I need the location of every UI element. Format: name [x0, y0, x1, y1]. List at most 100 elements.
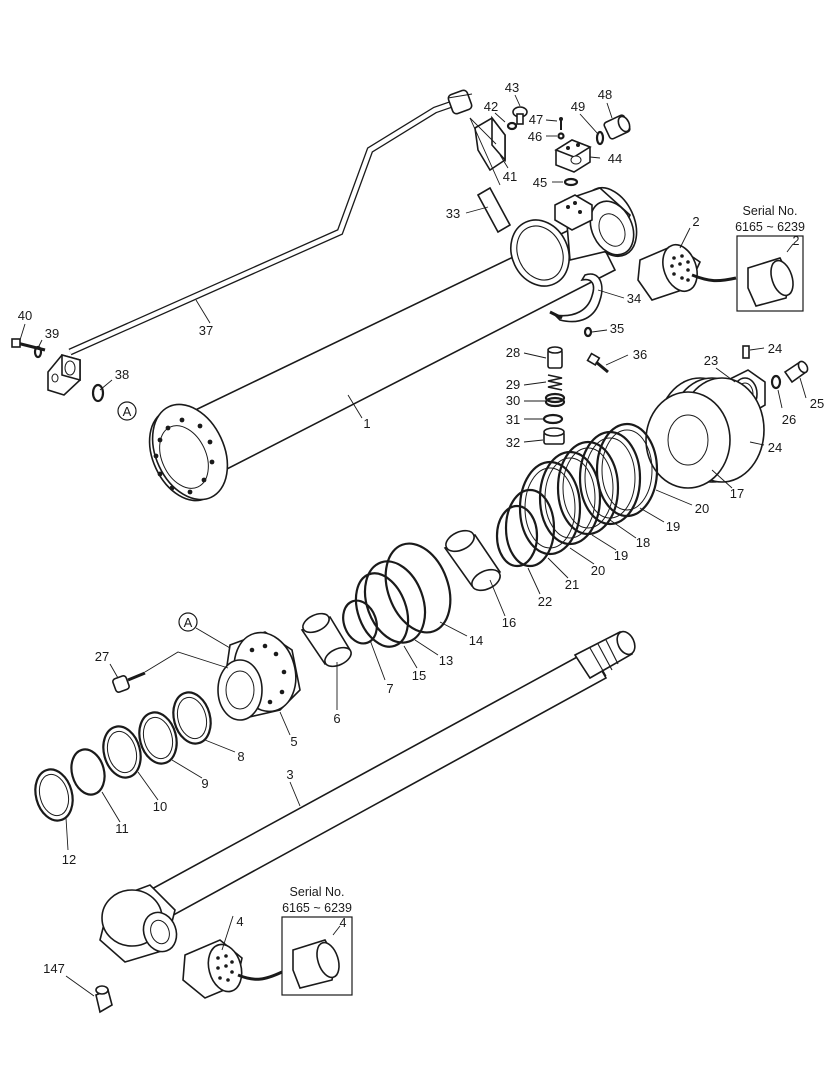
label-20-lower: 20: [591, 563, 605, 578]
set-screw-24-top: [742, 345, 750, 359]
plug-28: [547, 346, 563, 369]
label-46: 46: [528, 129, 542, 144]
label-7: 7: [386, 681, 393, 696]
pin-25: [783, 360, 809, 384]
label-4: 4: [236, 914, 243, 929]
label-12: 12: [62, 852, 76, 867]
label-23: 23: [704, 353, 718, 368]
label-33: 33: [446, 206, 460, 221]
bolt-47: [559, 117, 563, 130]
pipe-flange-block: [47, 353, 81, 396]
label-49: 49: [571, 99, 585, 114]
label-43: 43: [505, 80, 519, 95]
o-ring-31: [542, 413, 564, 425]
label-147: 147: [43, 961, 65, 976]
bushing-6: [300, 612, 352, 668]
piston-17: [645, 377, 765, 489]
label-13: 13: [439, 653, 453, 668]
o-ring-49: [595, 130, 605, 146]
label-31: 31: [506, 412, 520, 427]
cylinder-tube-1: [148, 187, 638, 502]
bushing-2: [637, 243, 737, 301]
label-3: 3: [286, 767, 293, 782]
rod-cover-5: [217, 631, 301, 721]
piston-rod-3: [99, 630, 636, 963]
detail-box-top-serial: 6165 ~ 6239: [735, 220, 805, 234]
label-14: 14: [469, 633, 483, 648]
seal-ring-19-a: [578, 430, 642, 526]
label-35: 35: [610, 321, 624, 336]
label-1: 1: [363, 416, 370, 431]
washer-46: [557, 132, 565, 140]
label-37: 37: [199, 323, 213, 338]
label-19-upper: 19: [666, 519, 680, 534]
label-17: 17: [730, 486, 744, 501]
bracket-33: [476, 186, 512, 234]
detail-box-bottom-part: 4: [340, 916, 347, 930]
label-38: 38: [115, 367, 129, 382]
label-42: 42: [484, 99, 498, 114]
seal-ring-10: [102, 725, 142, 779]
seal-ring-20-outer: [595, 422, 659, 518]
label-30: 30: [506, 393, 520, 408]
label-8: 8: [237, 749, 244, 764]
label-22: 22: [538, 594, 552, 609]
detail-box-bottom: Serial No. 6165 ~ 6239 4: [281, 885, 353, 996]
port-block-44: [554, 139, 592, 173]
label-48: 48: [598, 87, 612, 102]
bushing-4: [182, 939, 283, 999]
detail-box-bottom-serial: 6165 ~ 6239: [282, 901, 352, 915]
fitting-48: [603, 114, 631, 140]
ref-mark-a-bottom-label: A: [184, 615, 193, 630]
label-26: 26: [782, 412, 796, 427]
bolt-36: [586, 352, 609, 374]
ref-mark-a-bottom: A: [178, 612, 198, 632]
label-40: 40: [18, 308, 32, 323]
plug-32: [543, 427, 565, 445]
bolt-35: [549, 310, 563, 320]
detail-box-bottom-title: Serial No.: [290, 885, 345, 899]
seal-ring-11: [70, 748, 106, 796]
label-47: 47: [529, 112, 543, 127]
label-32: 32: [506, 435, 520, 450]
label-24-top: 24: [768, 341, 782, 356]
label-34: 34: [627, 291, 641, 306]
label-9: 9: [201, 776, 208, 791]
label-5: 5: [290, 734, 297, 749]
spring-29: [547, 374, 563, 391]
label-10: 10: [153, 799, 167, 814]
detail-box-top-part: 2: [793, 234, 800, 248]
washer-35: [583, 326, 593, 338]
label-20-upper: 20: [695, 501, 709, 516]
label-36: 36: [633, 347, 647, 362]
label-41: 41: [503, 169, 517, 184]
seal-ring-9: [138, 711, 178, 765]
callout-labels: 1 2 3 4 5 6 7 8 9 10 11 12 13 14 15 16 1…: [18, 80, 824, 976]
bolt-43: [512, 106, 528, 125]
bolt-27: [112, 671, 146, 693]
detail-box-top-title: Serial No.: [743, 204, 798, 218]
bushing-16: [443, 529, 502, 592]
label-21: 21: [565, 577, 579, 592]
washer-42: [506, 121, 518, 131]
seal-ring-19-b: [538, 450, 602, 546]
seal-ring-15: [354, 572, 410, 648]
label-11: 11: [115, 821, 129, 836]
seal-ring-7: [342, 599, 378, 645]
label-29: 29: [506, 377, 520, 392]
o-ring-26: [770, 374, 782, 390]
label-19-lower: 19: [614, 548, 628, 563]
label-44: 44: [608, 151, 622, 166]
label-25: 25: [810, 396, 824, 411]
seal-ring-18: [556, 440, 620, 536]
seal-ring-14: [384, 542, 452, 634]
seal-ring-21: [504, 488, 556, 568]
label-27: 27: [95, 649, 109, 664]
seal-ring-12: [34, 768, 74, 822]
grease-nipple-147: [95, 985, 113, 1014]
label-2: 2: [692, 214, 699, 229]
o-ring-38: [91, 383, 105, 403]
label-28: 28: [506, 345, 520, 360]
seal-ring-22: [495, 504, 539, 568]
